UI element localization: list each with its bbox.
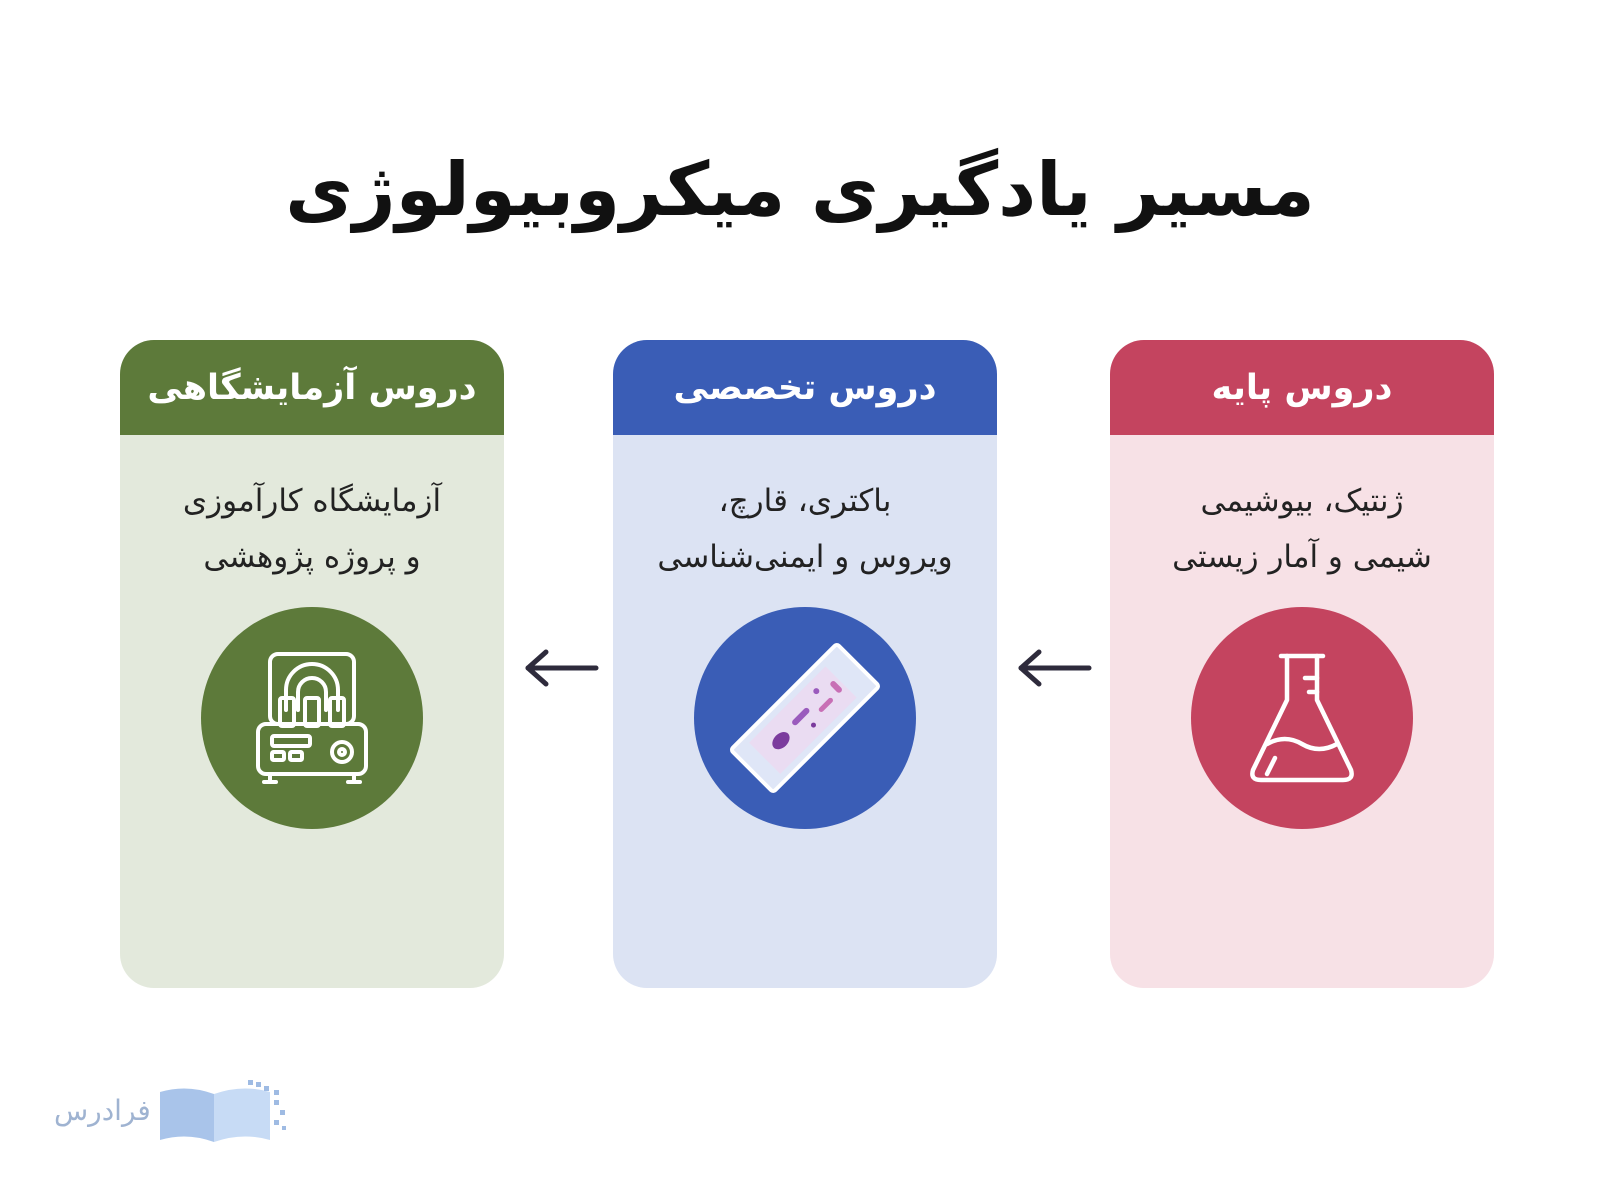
arrow-left-icon bbox=[1018, 649, 1092, 687]
centrifuge-icon bbox=[256, 652, 368, 784]
step-description-line: ژنتیک، بیوشیمی bbox=[1200, 483, 1404, 519]
brand-name: فرادرس bbox=[54, 1094, 151, 1127]
step-card-basic: دروس پایه ژنتیک، بیوشیمی شیمی و آمار زیس… bbox=[1110, 340, 1494, 988]
step-description-basic: ژنتیک، بیوشیمی شیمی و آمار زیستی bbox=[1110, 473, 1494, 585]
step-description-lab: آزمایشگاه کارآموزی و پروژه پژوهشی bbox=[120, 473, 504, 585]
step-card-lab: دروس آزمایشگاهی آزمایشگاه کارآموزی و پرو… bbox=[120, 340, 504, 988]
icon-circle-specialized bbox=[694, 607, 916, 829]
step-body-lab: آزمایشگاه کارآموزی و پروژه پژوهشی bbox=[120, 435, 504, 988]
step-body-basic: ژنتیک، بیوشیمی شیمی و آمار زیستی bbox=[1110, 435, 1494, 988]
step-description-line: شیمی و آمار زیستی bbox=[1172, 539, 1432, 575]
step-body-specialized: باکتری، قارچ، ویروس و ایمنی‌شناسی bbox=[613, 435, 997, 988]
step-description-line: باکتری، قارچ، bbox=[718, 483, 892, 519]
step-description-line: آزمایشگاه کارآموزی bbox=[182, 483, 442, 519]
flask-icon bbox=[1250, 653, 1354, 783]
step-description-specialized: باکتری، قارچ، ویروس و ایمنی‌شناسی bbox=[613, 473, 997, 585]
step-description-line: و پروژه پژوهشی bbox=[203, 539, 421, 575]
microscope-slide-icon bbox=[729, 642, 881, 794]
step-header-specialized: دروس تخصصی bbox=[613, 340, 997, 435]
step-card-specialized: دروس تخصصی باکتری، قارچ، ویروس و ایمنی‌ش… bbox=[613, 340, 997, 988]
step-header-lab: دروس آزمایشگاهی bbox=[120, 340, 504, 435]
step-description-line: ویروس و ایمنی‌شناسی bbox=[657, 539, 953, 575]
step-header-basic: دروس پایه bbox=[1110, 340, 1494, 435]
icon-circle-lab bbox=[201, 607, 423, 829]
page-title: مسیر یادگیری میکروبیولوژی bbox=[285, 147, 1315, 233]
arrow-left-icon bbox=[525, 649, 599, 687]
brand-logo-icon bbox=[160, 1080, 286, 1142]
icon-circle-basic bbox=[1191, 607, 1413, 829]
